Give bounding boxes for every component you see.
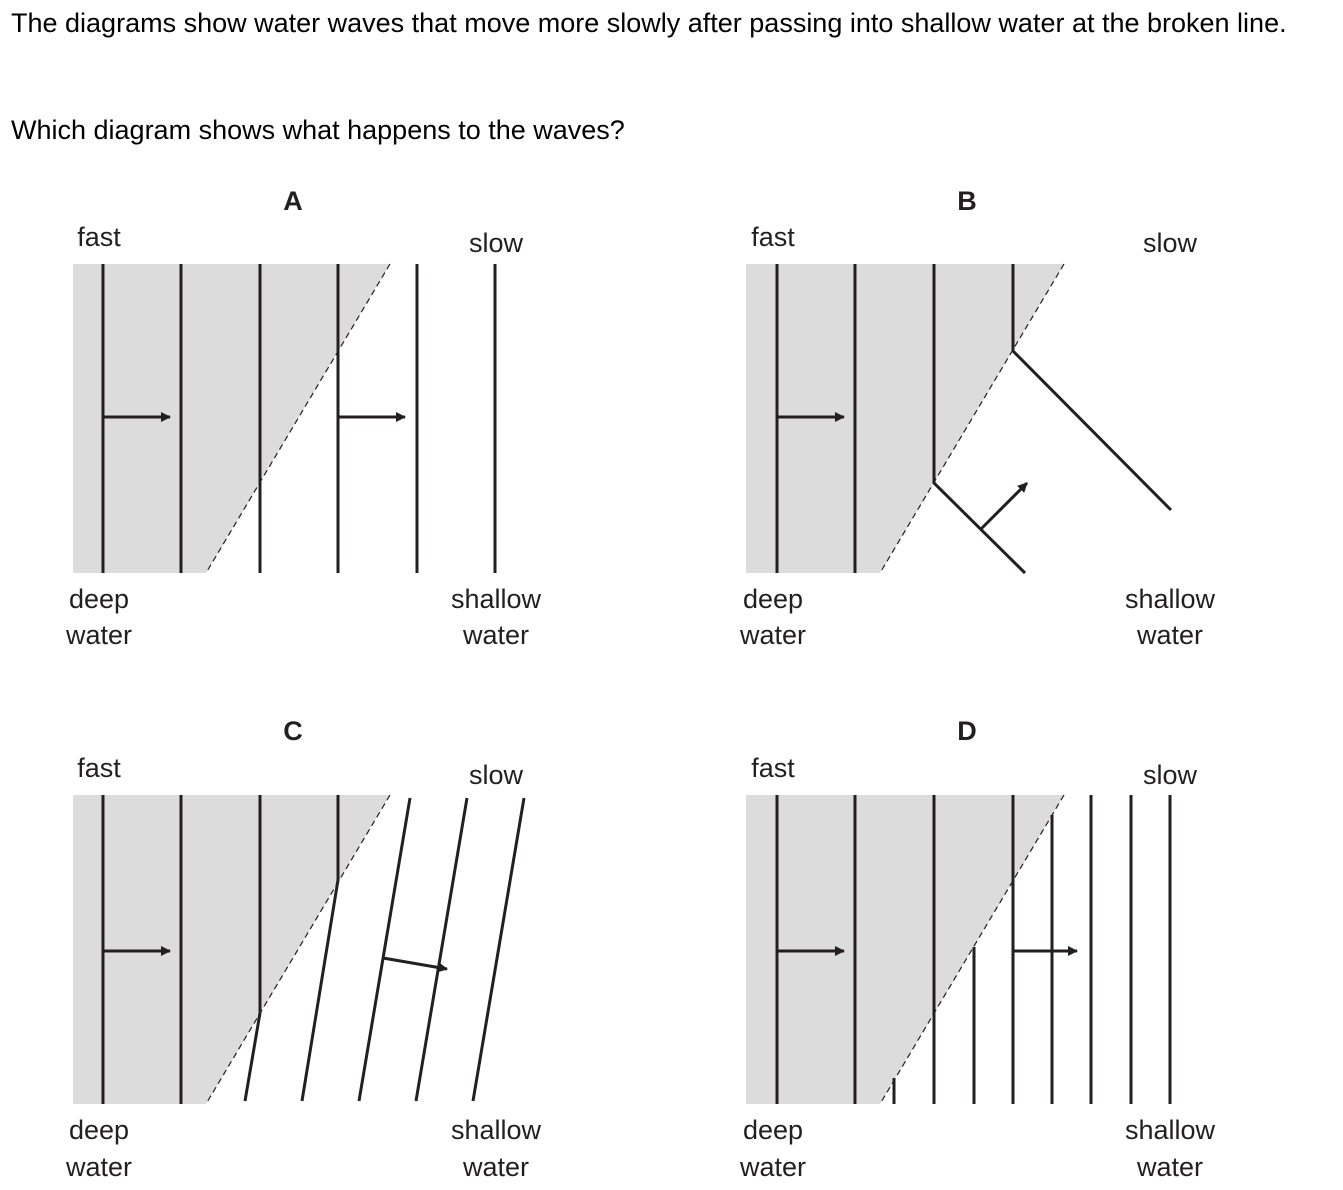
wavefronts	[101, 795, 526, 1104]
deep-water-region	[73, 264, 390, 573]
deep-water-label: water	[65, 1152, 132, 1182]
shallow-water-label: water	[462, 620, 529, 650]
wavefront	[243, 795, 262, 1102]
wavefront	[1011, 264, 1173, 512]
deep-water-label: water	[65, 620, 132, 650]
diagram-a-title: A	[283, 186, 303, 216]
wavefronts	[101, 264, 497, 573]
shallow-water-label: shallow	[1125, 584, 1216, 614]
diagram-c-title: C	[283, 716, 303, 746]
deep-water-label: deep	[69, 584, 129, 614]
wavefront	[471, 797, 526, 1102]
shallow-water-label: shallow	[451, 584, 542, 614]
deep-water-region	[73, 795, 390, 1104]
diagram-c[interactable]: C fast slow deep water shallow water	[65, 716, 542, 1182]
slow-label: slow	[1143, 760, 1198, 790]
deep-water-label: deep	[743, 1115, 803, 1145]
diagram-d[interactable]: D fast slow deep water shallow water	[739, 716, 1216, 1182]
diagram-a[interactable]: A fast slow deep water shallow water	[65, 186, 542, 650]
direction-arrow-icon	[382, 956, 448, 973]
shallow-water-label: water	[1136, 1152, 1203, 1182]
wavefront	[300, 795, 340, 1102]
shallow-water-label: water	[462, 1152, 529, 1182]
fast-label: fast	[751, 753, 795, 783]
fast-label: fast	[77, 222, 121, 252]
deep-water-region	[746, 264, 1064, 573]
fast-label: fast	[77, 753, 121, 783]
diagram-d-title: D	[957, 716, 977, 746]
wavefronts	[775, 795, 1172, 1104]
shallow-water-label: water	[1136, 620, 1203, 650]
shallow-water-label: shallow	[451, 1115, 542, 1145]
slow-label: slow	[469, 760, 524, 790]
diagram-b-title: B	[957, 186, 977, 216]
wavefront	[357, 797, 412, 1102]
wavefront	[932, 264, 1027, 575]
wavefront	[414, 797, 469, 1102]
deep-water-label: water	[739, 620, 806, 650]
question-prompt: Which diagram shows what happens to the …	[11, 115, 625, 145]
deep-water-label: deep	[69, 1115, 129, 1145]
deep-water-label: deep	[743, 584, 803, 614]
slow-label: slow	[469, 228, 524, 258]
fast-label: fast	[751, 222, 795, 252]
direction-arrow-icon	[979, 481, 1029, 531]
question-text: The diagrams show water waves that move …	[11, 8, 1287, 38]
slow-label: slow	[1143, 228, 1198, 258]
diagram-b[interactable]: B fast slow deep water shallow water	[739, 186, 1216, 650]
wavefronts	[775, 264, 1173, 575]
deep-water-label: water	[739, 1152, 806, 1182]
shallow-water-label: shallow	[1125, 1115, 1216, 1145]
deep-water-region	[746, 795, 1064, 1104]
